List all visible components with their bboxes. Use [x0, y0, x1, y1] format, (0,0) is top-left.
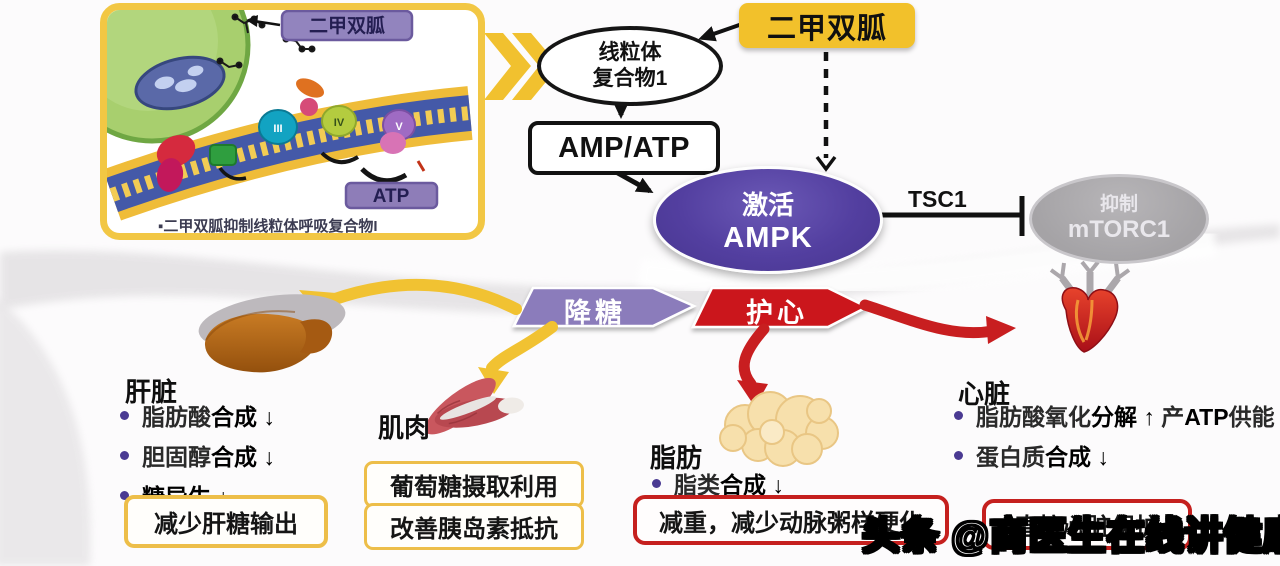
list-item: 脂类合成 ↓ [652, 470, 784, 501]
bullet-text: 脂肪酸 [142, 404, 211, 430]
dashed-arrowhead [815, 155, 837, 172]
complex-3-label: III [273, 123, 282, 135]
ampk-activation-node: 激活 AMPK [653, 166, 883, 274]
muscle-outcome-box-2: 改善胰岛素抵抗 [364, 503, 584, 550]
arrow-to-fat [738, 323, 770, 390]
tsc1-label: TSC1 [908, 186, 967, 212]
complex-4 [321, 105, 357, 137]
heart-banner-ribbon [691, 286, 870, 329]
red-arrows [737, 299, 1016, 407]
arrow-metformin-to-complex [698, 21, 746, 42]
bullet-bold: 合成 ↓ [1045, 444, 1109, 471]
orange-molecule [295, 78, 325, 98]
mitochondrion-icon [134, 55, 226, 111]
liver-outcome-box: 减少肝糖输出 [124, 495, 328, 548]
ampk-action: 激活 [741, 190, 794, 220]
complex-1 [156, 134, 196, 168]
muscle-outcome-box-1: 葡萄糖摄取利用 [364, 461, 584, 508]
amp-atp-label: AMP/ATP [558, 131, 690, 164]
heart-outcome-box: 直接心脏保护 [982, 499, 1192, 550]
heart-bullets: 脂肪酸氧化分解 ↑ 产ATP供能 蛋白质合成 ↓ [954, 402, 1276, 482]
heart-illustration [1049, 260, 1131, 353]
muscle-title: 肌肉 [378, 413, 431, 443]
arrow-to-heart [859, 299, 999, 339]
bullet-text: 供能 [1228, 404, 1275, 430]
metformin-node: 二甲双胍 [739, 3, 915, 48]
complex-2 [209, 144, 237, 166]
fat-illustration [719, 391, 839, 467]
bullet-dot-icon [962, 524, 971, 533]
liver-title: 肝脏 [125, 377, 178, 407]
heart-banner-label: 护心 [746, 298, 808, 328]
complex-4-label: IV [334, 117, 345, 129]
cell-inset-figure: III IV V 二甲双胍 ATP ▪二甲双胍抑制线粒体呼吸复合物I [100, 3, 485, 240]
mito-line2: 复合物1 [592, 67, 668, 90]
complex-5-lower [380, 132, 406, 154]
bullet-dot-icon [120, 411, 129, 420]
inset-atp-label: ATP [373, 186, 410, 207]
complex-3 [258, 109, 298, 145]
bullet-dot-icon [120, 451, 129, 461]
inset-caption: ▪二甲双胍抑制线粒体呼吸复合物I [158, 217, 378, 235]
metformin-label: 二甲双胍 [766, 12, 887, 45]
respiratory-complexes: III IV V [156, 98, 426, 192]
arrow-to-muscle [486, 321, 558, 374]
bullet-bold: ATP [1184, 404, 1229, 430]
glucose-banner-ribbon [511, 286, 697, 328]
mito-line1: 线粒体 [598, 40, 662, 64]
inset-metformin-badge [280, 10, 414, 42]
glucose-banner-label: 降糖 [564, 298, 626, 328]
inset-atp-badge [344, 181, 439, 210]
mtorc1-inhibition-node: 抑制 mTORC1 [1029, 174, 1209, 264]
muscle-illustration [425, 378, 524, 435]
fat-bullets: 脂类合成 ↓ [652, 470, 784, 510]
amp-atp-ratio-node: AMP/ATP [528, 121, 720, 175]
bullet-bold: 合成 ↓ [211, 444, 275, 471]
cytochrome [300, 98, 318, 116]
arrow-to-fat-head [737, 380, 768, 407]
bullet-bold: 合成 ↓ [720, 472, 784, 498]
bullet-dot-icon [120, 491, 129, 501]
arrow-to-heart-head [986, 316, 1016, 344]
ampk-label: AMPK [723, 222, 813, 254]
bullet-text: 产 [1154, 404, 1185, 430]
list-item: 脂肪酸氧化分解 ↑ 产ATP供能 [954, 402, 1276, 433]
complex-1-lower [156, 158, 184, 192]
bullet-text: 胆固醇 [142, 444, 211, 471]
list-item: 脂肪酸合成 ↓ [120, 402, 275, 433]
inset-metformin-label: 二甲双胍 [309, 14, 385, 37]
fat-title: 脂肪 [650, 443, 703, 473]
mtorc-action: 抑制 [1099, 194, 1138, 216]
label-arrow [246, 15, 281, 27]
list-item: 蛋白质合成 ↓ [954, 442, 1276, 473]
bullet-text: 蛋白质 [976, 444, 1045, 471]
bullet-dot-icon [954, 411, 963, 420]
bullet-dot-icon [954, 451, 963, 461]
watermark: 头条 @商医生在线讲健康 [861, 515, 1280, 559]
fat-outcome-box: 减重，减少动脉粥样硬化 [633, 495, 949, 545]
liver-illustration [198, 294, 346, 373]
mitochondrial-complex-node: 线粒体 复合物1 [537, 26, 723, 106]
flow-arrows [605, 21, 1025, 236]
heart-title: 心脏 [958, 379, 1011, 409]
arrow-to-liver [326, 278, 522, 315]
list-item: 胆固醇合成 ↓ [120, 442, 275, 473]
bullet-dot-icon [652, 479, 661, 488]
bullet-text: 脂类 [674, 472, 720, 498]
bullet-bold: 分解 ↑ [1091, 404, 1155, 430]
bullet-bold: 合成 ↓ [211, 404, 275, 430]
mtorc-label: mTORC1 [1067, 216, 1171, 244]
bullet-text: 脂肪酸氧化 [976, 404, 1091, 430]
complex-5-label: V [395, 121, 403, 133]
